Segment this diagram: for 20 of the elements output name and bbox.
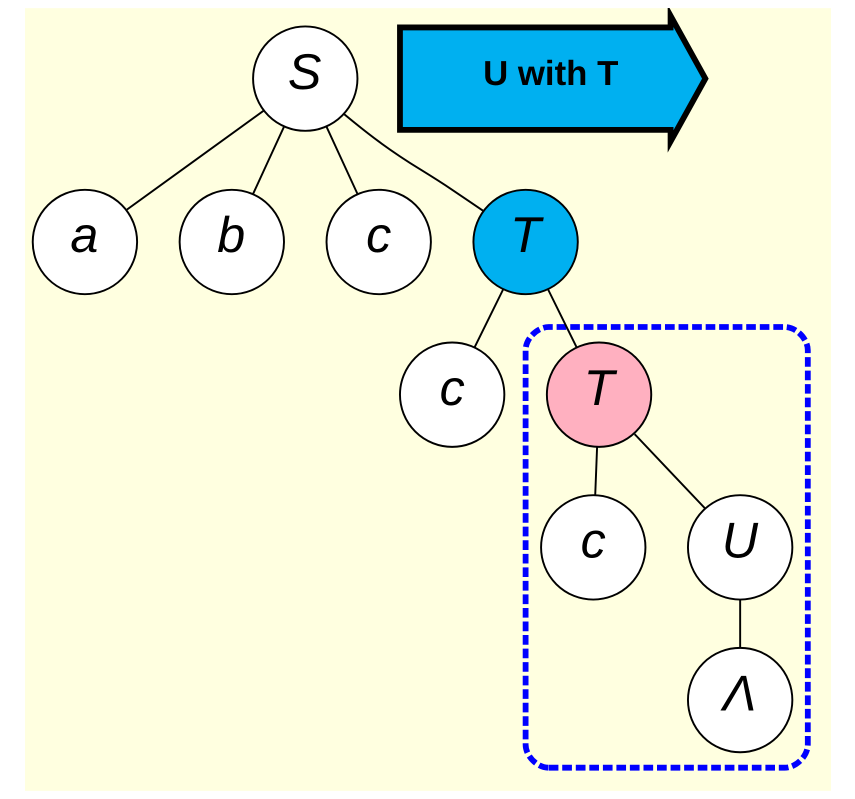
node-circle: b [178,188,284,296]
connector [738,600,741,648]
connector [343,114,484,212]
node-circle: c [398,342,505,448]
connector [325,126,358,194]
connector [252,126,284,194]
connector [126,110,264,210]
cluster [522,324,810,771]
node-circle: T [545,342,652,448]
connector [473,288,504,348]
connector [546,288,577,348]
node-circle: c [540,494,646,601]
node-circle: Λ [686,646,793,754]
node-circle: a [31,188,138,296]
connector [594,446,598,496]
node-circle: c [325,188,432,296]
connector [633,433,706,510]
node-circle: S [252,26,358,132]
node-circle: T [472,188,578,296]
node-circle: U [686,494,793,601]
